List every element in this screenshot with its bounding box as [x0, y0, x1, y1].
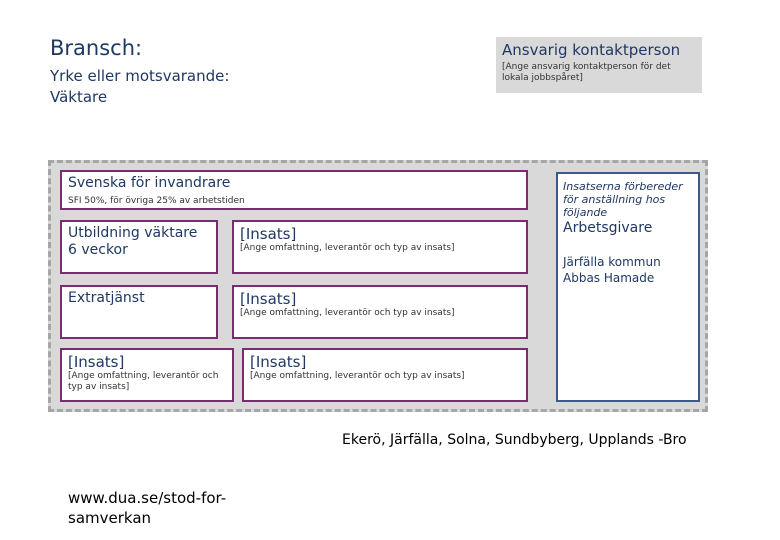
insats-note: [Ange omfattning, leverantör och typ av … [240, 243, 455, 253]
employer-name: Järfälla kommun [563, 255, 661, 269]
contact-person-note: [Ange ansvarig kontaktperson för det lok… [502, 62, 671, 83]
employer-contact: Abbas Hamade [563, 271, 655, 285]
occupation-label: Yrke eller motsvarande: [50, 67, 230, 85]
insats-label: [Insats] [250, 353, 307, 371]
occupation-value: Väktare [50, 88, 108, 106]
training-label: Utbildning väktare 6 veckor [68, 225, 198, 258]
swedish-note: SFI 50%, för övriga 25% av arbetstiden [68, 196, 245, 206]
employer-prep-text: Insatserna förbereder för anställning ho… [563, 180, 683, 219]
swedish-label: Svenska för invandrare [68, 175, 231, 191]
guard-training-box: Utbildning väktare 6 veckor [60, 220, 218, 274]
branch-title: Bransch: [50, 36, 143, 60]
swedish-for-immigrants-box: Svenska för invandrare SFI 50%, för övri… [60, 170, 528, 210]
contact-person-title: Ansvarig kontaktperson [502, 41, 681, 59]
insats-box-4: [Insats] [Ange omfattning, leverantör oc… [242, 348, 528, 402]
municipalities-list: Ekerö, Järfälla, Solna, Sundbyberg, Uppl… [342, 432, 687, 448]
insats-label: [Insats] [240, 225, 297, 243]
insats-note: [Ange omfattning, leverantör och typ av … [240, 308, 455, 318]
insats-label: [Insats] [68, 353, 125, 371]
insats-note: [Ange omfattning, leverantör och typ av … [68, 371, 219, 392]
website-link[interactable]: www.dua.se/stod-for-samverkan [68, 489, 227, 527]
insats-note: [Ange omfattning, leverantör och typ av … [250, 371, 465, 381]
occupation-block: Yrke eller motsvarande: Väktare [50, 66, 350, 108]
insats-label: [Insats] [240, 290, 297, 308]
contact-person-box: Ansvarig kontaktperson [Ange ansvarig ko… [496, 37, 702, 93]
insats-box-2: [Insats] [Ange omfattning, leverantör oc… [232, 285, 528, 339]
extra-job-box: Extratjänst [60, 285, 218, 339]
employer-box: Insatserna förbereder för anställning ho… [556, 172, 700, 402]
extra-job-label: Extratjänst [68, 290, 145, 306]
insats-box-3: [Insats] [Ange omfattning, leverantör oc… [60, 348, 234, 402]
employer-title: Arbetsgivare [563, 220, 653, 236]
insats-box-1: [Insats] [Ange omfattning, leverantör oc… [232, 220, 528, 274]
